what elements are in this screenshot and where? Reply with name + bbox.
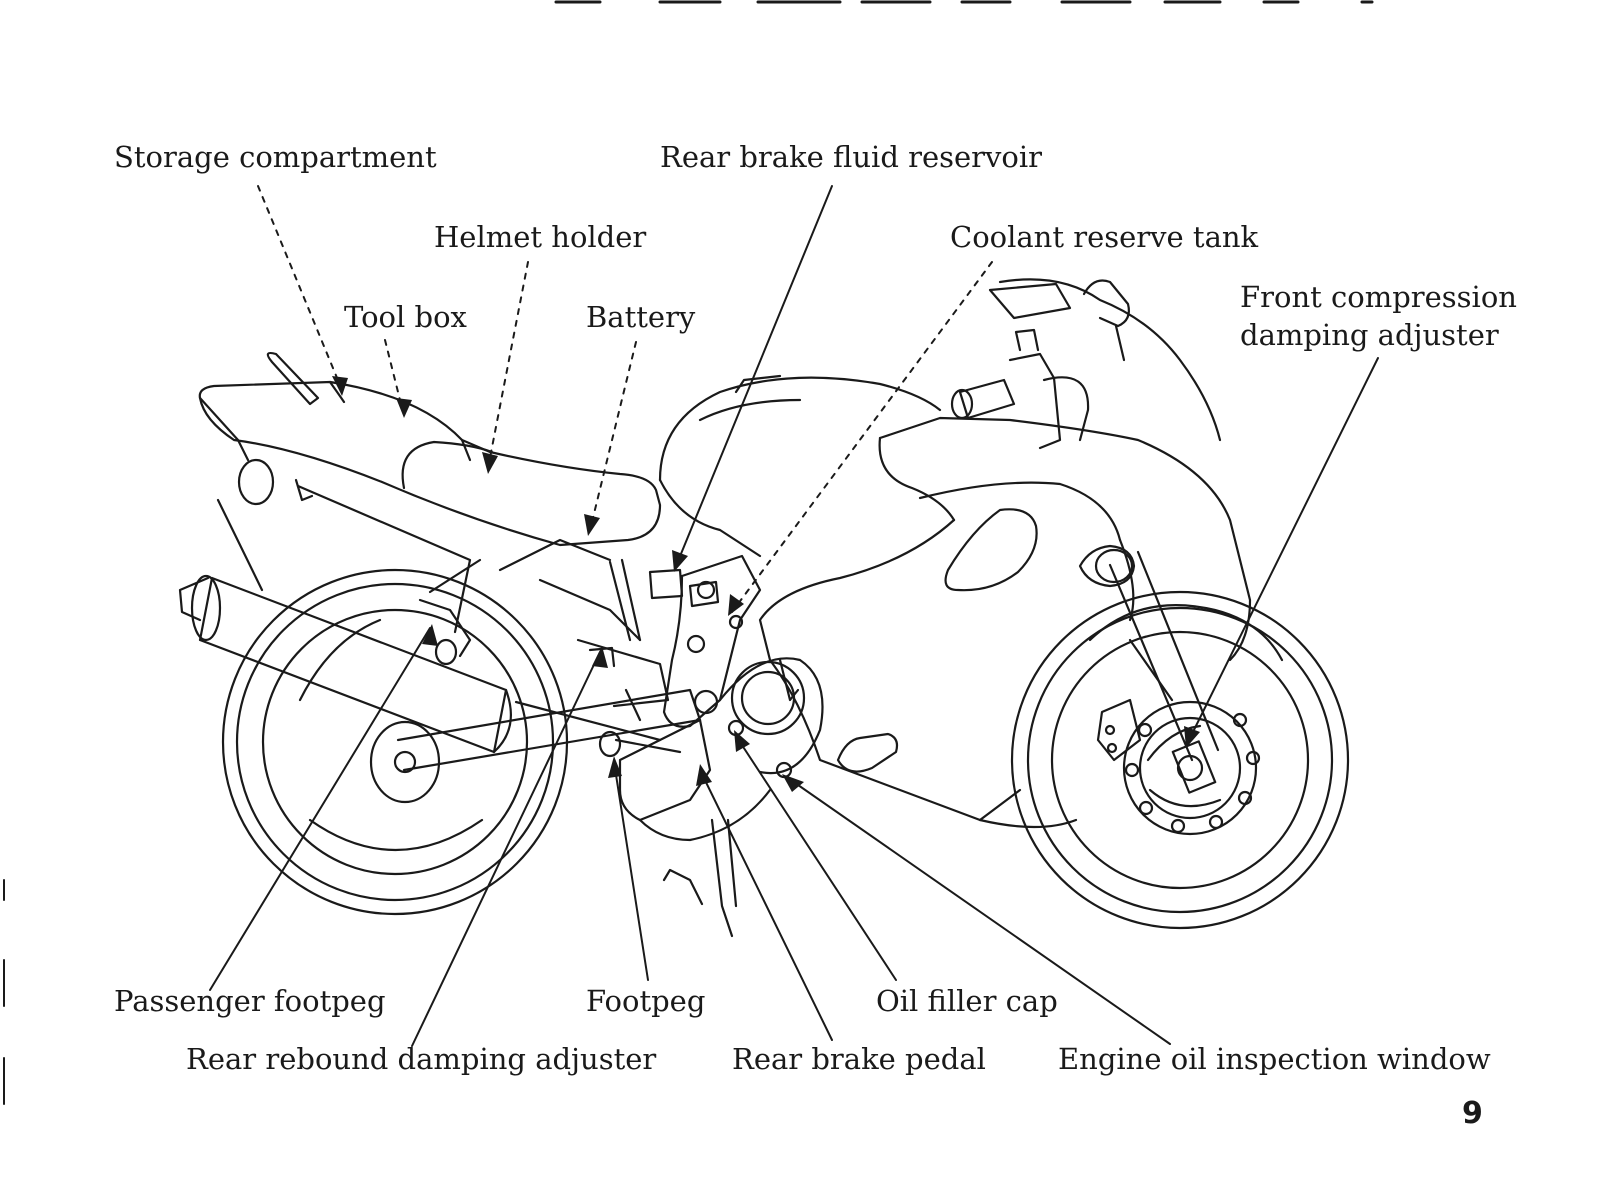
leader-footpeg	[613, 761, 649, 981]
leader-battery	[589, 341, 637, 531]
page-number: 9	[1462, 1096, 1483, 1131]
rear-subframe	[216, 484, 642, 642]
leader-oil-filler-cap	[735, 735, 897, 981]
motorcycle-illustration	[178, 278, 1350, 938]
label-rear-brake-pedal: Rear brake pedal	[732, 1042, 986, 1076]
fuel-tank	[658, 374, 942, 558]
label-front-compression-line1: Front compression	[1240, 280, 1517, 314]
leader-rear-brake-pedal	[699, 769, 833, 1041]
windscreen-mirror-bars	[950, 278, 1222, 450]
label-passenger-footpeg: Passenger footpeg	[114, 984, 386, 1018]
engine-frame	[418, 554, 824, 938]
label-coolant-reserve-tank: Coolant reserve tank	[950, 220, 1259, 254]
front-wheel	[1010, 590, 1350, 930]
leader-storage-compartment	[257, 185, 343, 391]
label-storage-compartment: Storage compartment	[114, 140, 437, 174]
label-tool-box: Tool box	[344, 300, 467, 334]
front-fork	[1088, 550, 1284, 794]
rear-wheel	[221, 568, 569, 916]
front-fairing	[758, 416, 1252, 829]
label-front-compression-line2: damping adjuster	[1240, 318, 1499, 352]
front-turn-signal	[1094, 548, 1134, 584]
label-oil-filler-cap: Oil filler cap	[876, 984, 1058, 1018]
label-rear-brake-fluid-reservoir: Rear brake fluid reservoir	[660, 140, 1043, 174]
label-engine-oil-inspection-window: Engine oil inspection window	[1058, 1042, 1491, 1076]
arrow-heads	[332, 376, 1200, 792]
tail-section	[198, 351, 662, 547]
label-footpeg: Footpeg	[586, 984, 706, 1018]
leader-passenger-footpeg	[209, 627, 431, 991]
leader-engine-oil-window	[787, 777, 1171, 1045]
leader-front-compression	[1187, 357, 1379, 743]
leader-helmet-holder	[487, 261, 529, 469]
leader-lines	[209, 185, 1379, 1047]
leader-rear-brake-fluid-reservoir	[675, 185, 833, 567]
label-helmet-holder: Helmet holder	[434, 220, 647, 254]
label-rear-rebound-damping-adjuster: Rear rebound damping adjuster	[186, 1042, 657, 1076]
label-battery: Battery	[586, 300, 696, 334]
muffler	[178, 574, 512, 754]
leader-coolant-reserve-tank	[731, 261, 993, 613]
leader-rear-rebound	[411, 651, 601, 1047]
